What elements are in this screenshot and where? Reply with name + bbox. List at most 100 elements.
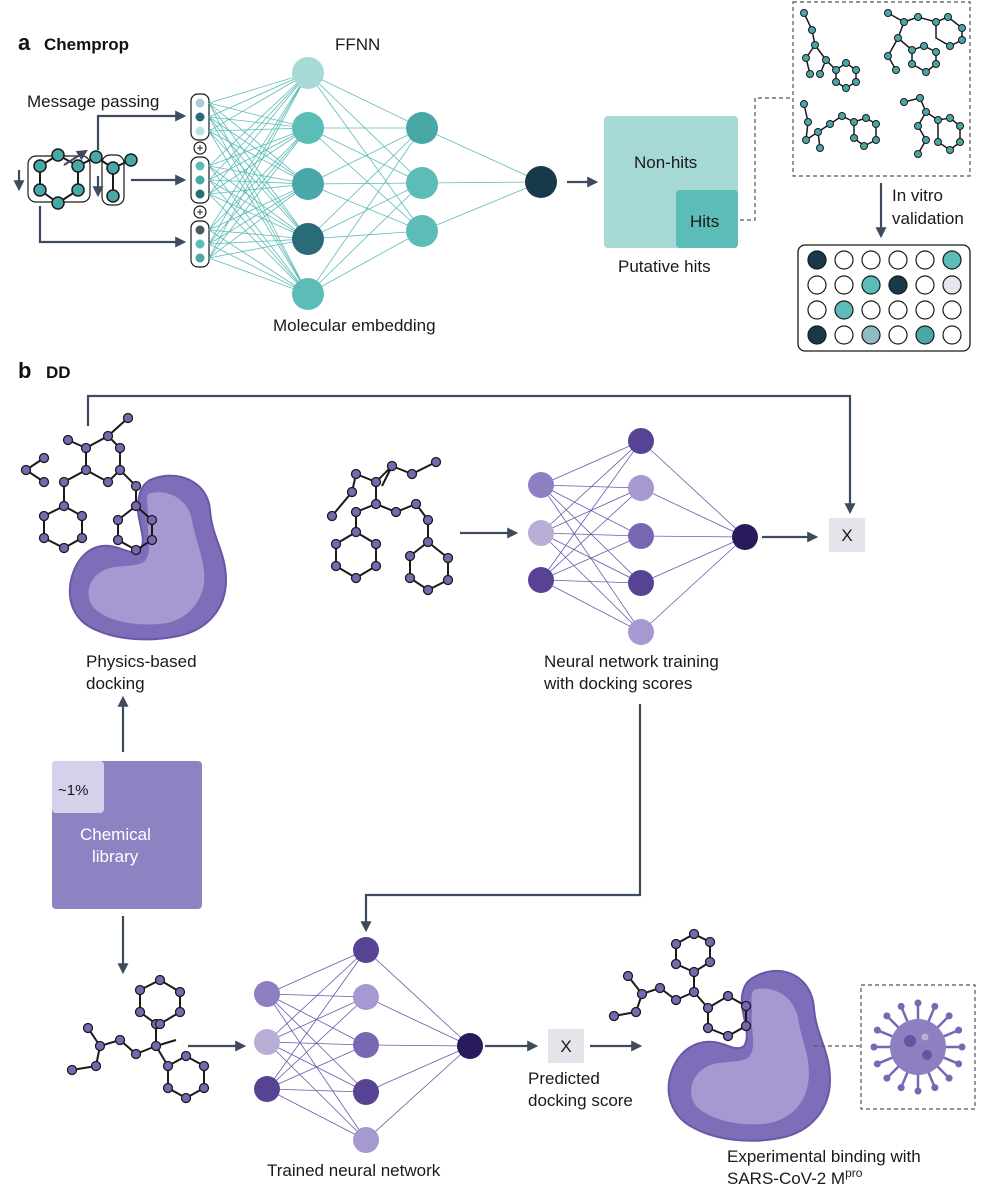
trained-nn-edge (365, 1044, 471, 1047)
training-nn-node (628, 619, 654, 645)
trained-nn-node (254, 1029, 280, 1055)
physics-docking-line2: docking (86, 674, 145, 693)
ffnn-label: FFNN (335, 35, 380, 54)
trained-nn-edge (266, 949, 367, 995)
ffnn-edge (208, 127, 309, 181)
ffnn-node (525, 166, 557, 198)
plate-well (861, 250, 881, 270)
plate-well (834, 250, 854, 270)
physics-docking-line1: Physics-based (86, 652, 197, 671)
virus-spike-tip (955, 1060, 963, 1068)
trained-nn-edge (266, 996, 367, 1090)
trained-nn-edge (365, 1045, 471, 1093)
experimental-line2-sup: pro (845, 1166, 863, 1180)
ffnn-edge (208, 127, 309, 167)
ffnn-edge (421, 127, 542, 183)
panel-a: a Chemprop FFNN Message passing (13, 1, 971, 352)
training-nn-edge (540, 487, 642, 581)
ffnn-edge (307, 127, 423, 295)
plate-well (834, 275, 854, 295)
ffnn-edge (208, 165, 309, 240)
ffnn-edge (208, 130, 309, 240)
ffnn-network (208, 57, 557, 310)
experimental-protein (667, 970, 832, 1142)
trained-nn-edge (365, 949, 471, 1047)
training-nn-edge (640, 536, 746, 584)
docking-protein (68, 474, 228, 641)
message-passing-label: Message passing (27, 92, 159, 111)
molecular-embedding-vector: + + (190, 93, 210, 268)
trained-nn-label: Trained neural network (267, 1161, 441, 1180)
ffnn-edge (208, 72, 309, 181)
training-nn-edge (540, 440, 642, 486)
trained-nn-edge (266, 1044, 367, 1090)
ffnn-edge (208, 183, 309, 231)
plate-well (915, 325, 935, 345)
chemical-line1: Chemical (80, 825, 151, 844)
trained-nn-edge (266, 1088, 367, 1141)
ffnn-edge (208, 72, 309, 259)
trained-nn-node (353, 1127, 379, 1153)
trained-nn-node (353, 1079, 379, 1105)
virus-spike-tip (870, 1043, 878, 1051)
ffnn-edge (208, 165, 309, 185)
plate-well (807, 300, 827, 320)
ffnn-edge (208, 179, 309, 295)
ffnn-edge (208, 257, 309, 295)
training-nn-edge (540, 535, 642, 581)
non-hits-label: Non-hits (634, 153, 697, 172)
ffnn-edge (208, 72, 309, 118)
trained-nn-node (254, 981, 280, 1007)
ffnn-node (292, 112, 324, 144)
ffnn-edge (208, 165, 309, 295)
trained-nn-edge (266, 1088, 367, 1093)
ffnn-edge (307, 183, 423, 232)
virus-spike-tip (897, 1002, 905, 1010)
virus-spike-tip (931, 1002, 939, 1010)
ffnn-edge (307, 72, 423, 232)
virus-spot (904, 1035, 916, 1047)
plate-well (888, 275, 908, 295)
training-nn-edge (640, 487, 746, 538)
training-nn-edge (540, 440, 642, 534)
virus-body (890, 1019, 946, 1075)
virus-spike-tip (897, 1084, 905, 1092)
predicted-line1: Predicted (528, 1069, 600, 1088)
plate-well (861, 300, 881, 320)
docked-ligand (20, 412, 158, 556)
hits-connector (740, 97, 793, 221)
ffnn-edge (208, 243, 309, 295)
putative-hits-box: Non-hits Hits (604, 116, 738, 248)
chemical-library: ~1% Chemical library (52, 761, 202, 909)
plate-well (807, 325, 827, 345)
message-passing-molecule (13, 148, 138, 210)
library-molecule (66, 974, 210, 1104)
ffnn-edge (307, 72, 423, 129)
ffnn-node (406, 215, 438, 247)
ffnn-edge (307, 230, 423, 295)
ffnn-edge (208, 179, 309, 240)
ffnn-edge (208, 127, 309, 259)
plate-well (942, 250, 962, 270)
training-nn-node (628, 570, 654, 596)
virus-spike-tip (931, 1084, 939, 1092)
ffnn-edge (208, 72, 309, 132)
ffnn-edge (208, 127, 309, 231)
in-vitro-line2: validation (892, 209, 964, 228)
trained-neural-network (254, 937, 483, 1153)
molecular-embedding-label: Molecular embedding (273, 316, 436, 335)
trained-nn-edge (365, 1045, 471, 1141)
plate-well (807, 250, 827, 270)
ffnn-edge (307, 127, 423, 184)
virus-box (860, 984, 976, 1110)
panel-b: b DD Physics-based docking (18, 358, 976, 1188)
ffnn-edge (307, 230, 423, 240)
chemical-line2: library (92, 847, 139, 866)
panel-b-title: DD (46, 363, 71, 382)
training-neural-network (528, 428, 758, 645)
in-vitro-line1: In vitro (892, 186, 943, 205)
plus-sign: + (196, 205, 203, 219)
virus-spike-tip (945, 1074, 953, 1082)
ffnn-node (406, 167, 438, 199)
nn-training-line2: with docking scores (543, 674, 692, 693)
